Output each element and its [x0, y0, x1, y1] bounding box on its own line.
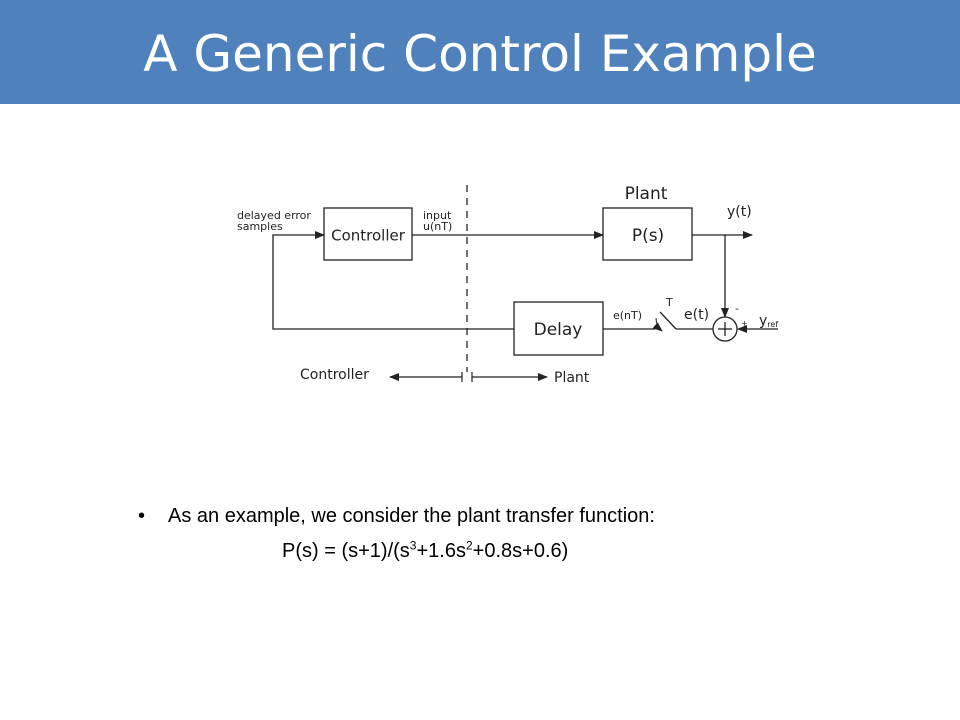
slide-title: A Generic Control Example	[143, 25, 817, 83]
input-label-1: input	[423, 209, 452, 222]
error-label: e(t)	[684, 307, 709, 323]
plant-block-label: P(s)	[632, 226, 664, 246]
formula-exponent-3: 3	[409, 538, 417, 553]
reference-label: yref	[759, 313, 778, 329]
plant-side-label: Plant	[554, 370, 590, 386]
plant-block	[602, 207, 693, 261]
title-bar	[0, 0, 960, 104]
plant-heading: Plant	[625, 184, 668, 204]
formula-lhs: P(s) = (s+1)/(s	[282, 540, 410, 562]
formula-middle: +1.6s	[416, 540, 466, 562]
input-label-2: u(nT)	[423, 220, 452, 233]
formula-rhs: +0.8s+0.6)	[472, 540, 569, 562]
output-label: y(t)	[727, 204, 752, 220]
plus-sign: +	[741, 319, 748, 328]
sampler-label: T	[665, 296, 673, 309]
minus-sign: -	[735, 302, 739, 315]
bullet-text: As an example, we consider the plant tra…	[168, 505, 655, 527]
controller-side-label: Controller	[300, 367, 369, 383]
transfer-function-formula: P(s) = (s+1)/(s3+1.6s2+0.8s+0.6)	[282, 538, 569, 563]
controller-block-label: Controller	[331, 227, 406, 245]
delay-block-label: Delay	[534, 320, 583, 340]
sampler-switch	[659, 311, 677, 330]
delayed-error-label-1: delayed error	[237, 209, 311, 222]
sampler-rotation-arrow	[652, 317, 663, 332]
delayed-error-label-2: samples	[237, 220, 283, 233]
sampled-error-label: e(nT)	[613, 309, 642, 322]
reference-label-sub: ref	[767, 320, 778, 329]
bullet-marker: •	[138, 505, 146, 527]
delayed-feedback-wire	[272, 231, 514, 330]
delay-block	[513, 301, 604, 356]
reference-label-main: y	[759, 313, 767, 329]
formula-exponent-2: 2	[465, 538, 473, 553]
controller-block	[323, 207, 413, 261]
